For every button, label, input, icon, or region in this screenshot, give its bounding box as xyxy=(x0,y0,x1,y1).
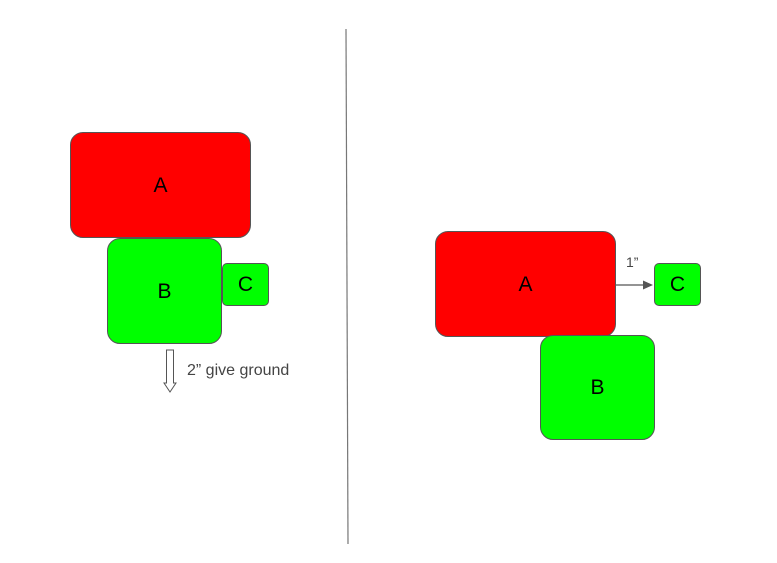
unit-a-box: A xyxy=(70,132,251,238)
unit-b-label: B xyxy=(590,376,605,399)
unit-a-label: A xyxy=(518,272,533,296)
unit-c-label: C xyxy=(669,273,686,296)
unit-b-box: B xyxy=(107,238,222,344)
unit-c-box: C xyxy=(654,263,701,306)
unit-b-label: B xyxy=(157,279,172,303)
distance-label: 1” xyxy=(626,254,639,270)
unit-c-box: C xyxy=(222,263,269,306)
unit-a-label: A xyxy=(153,173,168,197)
unit-c-label: C xyxy=(237,273,254,296)
unit-a-box: A xyxy=(435,231,616,337)
unit-b-box: B xyxy=(540,335,655,440)
give-ground-label: 2” give ground xyxy=(187,362,290,379)
